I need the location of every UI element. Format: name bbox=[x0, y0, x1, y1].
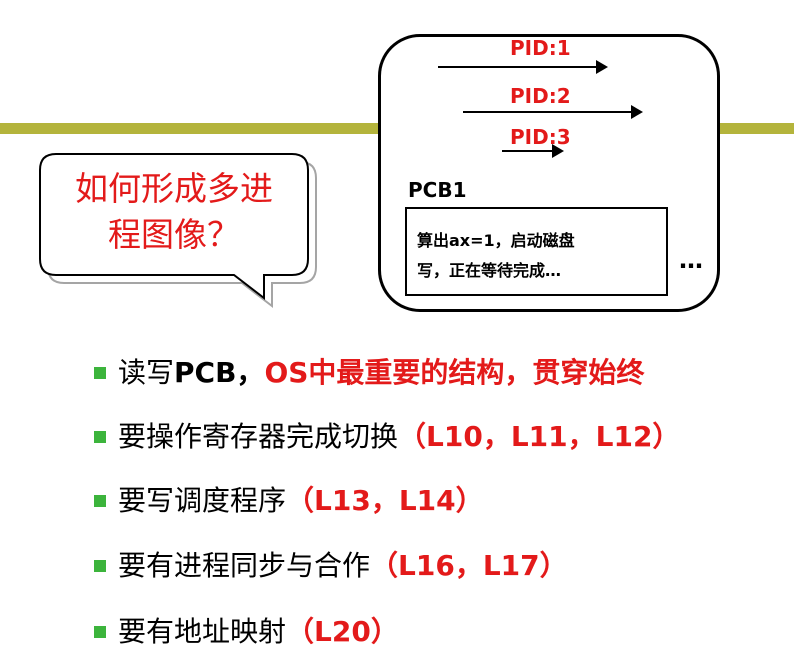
bullet-text-red: （L16，L17） bbox=[370, 549, 568, 582]
callout-line-2: 程图像？ bbox=[108, 215, 240, 254]
bullet-square-icon bbox=[94, 560, 106, 572]
bullet-text-plain: 读写 bbox=[118, 356, 175, 389]
bullet-square-icon bbox=[94, 367, 106, 379]
bullet-text-red: （L20） bbox=[286, 615, 399, 648]
bullet-text-red: OS中最重要的结构，贯穿始终 bbox=[264, 356, 645, 389]
pcb-content-line-1: 算出ax=1，启动磁盘 bbox=[417, 231, 575, 250]
bullet-text-red: （L13，L14） bbox=[286, 484, 484, 517]
bullet-text-plain: 要有进程同步与合作 bbox=[118, 549, 371, 582]
pid-label-2: PID:2 bbox=[510, 84, 571, 108]
pid-label-1: PID:1 bbox=[510, 36, 571, 60]
bullet-text-plain: 要写调度程序 bbox=[118, 484, 287, 517]
bullet-square-icon bbox=[94, 495, 106, 507]
pid-3-arrow-icon bbox=[502, 144, 564, 158]
pcb-content-line-2: 写，正在等待完成… bbox=[417, 261, 562, 280]
bullet-text-red: （L10，L11，L12） bbox=[398, 420, 681, 453]
bullet-square-icon bbox=[94, 626, 106, 638]
pid-1-arrow-icon bbox=[438, 60, 608, 74]
pid-2-arrow-icon bbox=[463, 105, 643, 119]
callout-line-1: 如何形成多进 bbox=[75, 169, 273, 208]
pcb-label: PCB1 bbox=[408, 178, 467, 202]
bullet-square-icon bbox=[94, 431, 106, 443]
bullet-text-plain: 要操作寄存器完成切换 bbox=[118, 420, 399, 453]
more-ellipsis: … bbox=[679, 246, 703, 274]
pcb-content-box: 算出ax=1，启动磁盘 写，正在等待完成… bbox=[405, 207, 668, 296]
callout-question: 如何形成多进 程图像？ bbox=[40, 166, 308, 258]
bullet-text-plain: 要有地址映射 bbox=[118, 615, 287, 648]
bullet-text-bold: PCB， bbox=[174, 356, 265, 389]
